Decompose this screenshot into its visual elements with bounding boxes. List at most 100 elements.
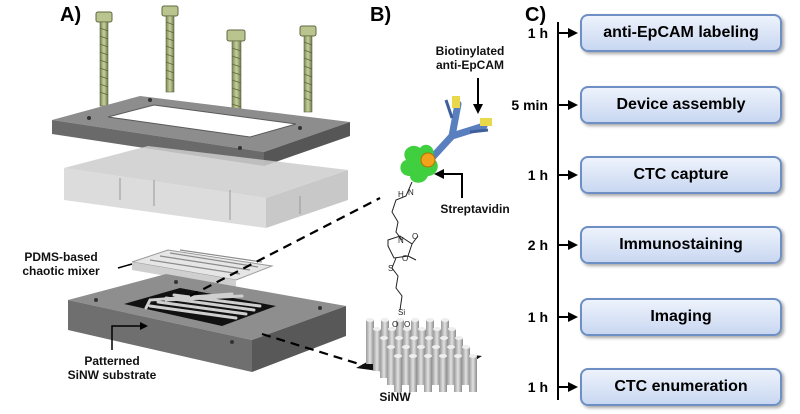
sinw-pillar-top xyxy=(417,345,425,349)
step-box: anti-EpCAM labeling xyxy=(580,14,782,52)
sinw-pillar-top xyxy=(396,318,404,322)
sinw-pillar xyxy=(469,356,477,392)
chem-atom: O xyxy=(412,232,419,241)
sinw-pillar-top xyxy=(366,318,374,322)
sinw-label: SiNW xyxy=(379,390,411,404)
step-time: 1 h xyxy=(527,309,548,325)
sinw-pillar-top xyxy=(409,354,417,358)
sinw-pillar-top xyxy=(418,327,426,331)
step-time: 2 h xyxy=(527,237,548,253)
sinw-pillar-top xyxy=(403,327,411,331)
sinw-pillar xyxy=(402,347,410,385)
sinw-pillar-top xyxy=(447,345,455,349)
sinw-pillar xyxy=(462,347,470,385)
timeline-arrowhead xyxy=(568,28,578,38)
chem-atom: H xyxy=(398,190,404,199)
antibody-label-line1: Biotinylated xyxy=(435,44,505,58)
sinw-pillar xyxy=(454,356,462,392)
timeline-ticks xyxy=(558,28,578,392)
chem-atom: N xyxy=(408,188,414,197)
chem-atom: S xyxy=(388,264,394,273)
antibody-label-line2: anti-EpCAM xyxy=(436,58,504,72)
sinw-pillar-top xyxy=(402,345,410,349)
sinw-pillar xyxy=(394,356,402,392)
mixer-pointer-line xyxy=(117,263,133,269)
middle-plate xyxy=(64,146,348,228)
timeline-arrowhead xyxy=(568,170,578,180)
sinw-pillar-top xyxy=(410,336,418,340)
sinw-pillar-top xyxy=(388,327,396,331)
timeline-arrowhead xyxy=(568,100,578,110)
screw-4 xyxy=(299,25,317,113)
panel-b-letter: B) xyxy=(370,4,392,26)
panel-c-letter: C) xyxy=(525,4,547,26)
timeline-arrowhead xyxy=(568,240,578,250)
substrate-label-line1: Patterned xyxy=(84,354,140,368)
chem-atom: O xyxy=(404,320,411,329)
streptavidin-label: Streptavidin xyxy=(440,202,510,216)
dashed-connector-lower xyxy=(261,332,373,370)
mixer-label: PDMS-based chaotic mixer xyxy=(6,250,116,278)
sinw-pillar-top xyxy=(373,327,381,331)
sinw-pillar-top xyxy=(455,336,463,340)
sinw-pillar-top xyxy=(448,327,456,331)
chem-atom: O xyxy=(392,320,399,329)
sinw-pillar-top xyxy=(395,336,403,340)
chemical-linker xyxy=(387,181,419,311)
step-box: Imaging xyxy=(580,298,782,336)
mixer-label-line1: PDMS-based xyxy=(24,250,98,264)
sinw-pillar-top xyxy=(425,336,433,340)
substrate-label: Patterned SiNW substrate xyxy=(56,354,168,382)
antibody-pointer-arrowhead xyxy=(473,104,483,114)
sinw-pillar xyxy=(366,320,374,364)
antibody-icon xyxy=(426,96,492,164)
substrate-pointer-arrowhead xyxy=(140,322,148,330)
sinw-pillar-top xyxy=(380,336,388,340)
dashed-connector-upper xyxy=(189,197,381,297)
sinw-pillar-top xyxy=(387,345,395,349)
sinw-pillar-array xyxy=(366,318,477,392)
base-plate xyxy=(68,274,346,372)
sinw-pillar-top xyxy=(426,318,434,322)
sinw-pillar-top xyxy=(381,318,389,322)
sinw-pillar xyxy=(417,347,425,385)
sinw-pillar-top xyxy=(432,345,440,349)
substrate-label-line2: SiNW substrate xyxy=(67,368,157,382)
sinw-pillar xyxy=(380,338,388,378)
sinw-pillar-top xyxy=(439,354,447,358)
sinw-pillar-top xyxy=(454,354,462,358)
sinw-pillar-top xyxy=(433,327,441,331)
sinw-pillar xyxy=(447,347,455,385)
sinw-pillar xyxy=(432,347,440,385)
chem-atom: Si xyxy=(398,308,406,317)
substrate-pointer-line xyxy=(111,325,140,350)
sinw-pillar xyxy=(387,347,395,385)
sinw-pillar xyxy=(409,356,417,392)
timeline-arrowhead xyxy=(568,382,578,392)
step-box: CTC enumeration xyxy=(580,368,782,406)
step-box: CTC capture xyxy=(580,156,782,194)
step-box: Immunostaining xyxy=(580,226,782,264)
chem-atom: O xyxy=(402,254,409,263)
sinw-pillar-top xyxy=(462,345,470,349)
step-time: 1 h xyxy=(527,167,548,183)
step-time: 1 h xyxy=(527,379,548,395)
sinw-pillar xyxy=(373,329,381,371)
streptavidin-pointer-line xyxy=(442,173,463,198)
step-box: Device assembly xyxy=(580,86,782,124)
panel-a-letter: A) xyxy=(60,4,82,26)
sinw-pillar xyxy=(424,356,432,392)
streptavidin-pointer-arrowhead xyxy=(434,169,444,179)
streptavidin-icon xyxy=(400,144,438,183)
sinw-pillar-top xyxy=(440,336,448,340)
step-time: 5 min xyxy=(511,97,548,113)
sinw-pillar xyxy=(439,356,447,392)
mixer-label-line2: chaotic mixer xyxy=(22,264,100,278)
sinw-pillar-top xyxy=(469,354,477,358)
sinw-pillar-top xyxy=(411,318,419,322)
chem-atom: N xyxy=(398,236,404,245)
sinw-pillar-top xyxy=(394,354,402,358)
timeline-arrowhead xyxy=(568,312,578,322)
step-time: 1 h xyxy=(527,25,548,41)
